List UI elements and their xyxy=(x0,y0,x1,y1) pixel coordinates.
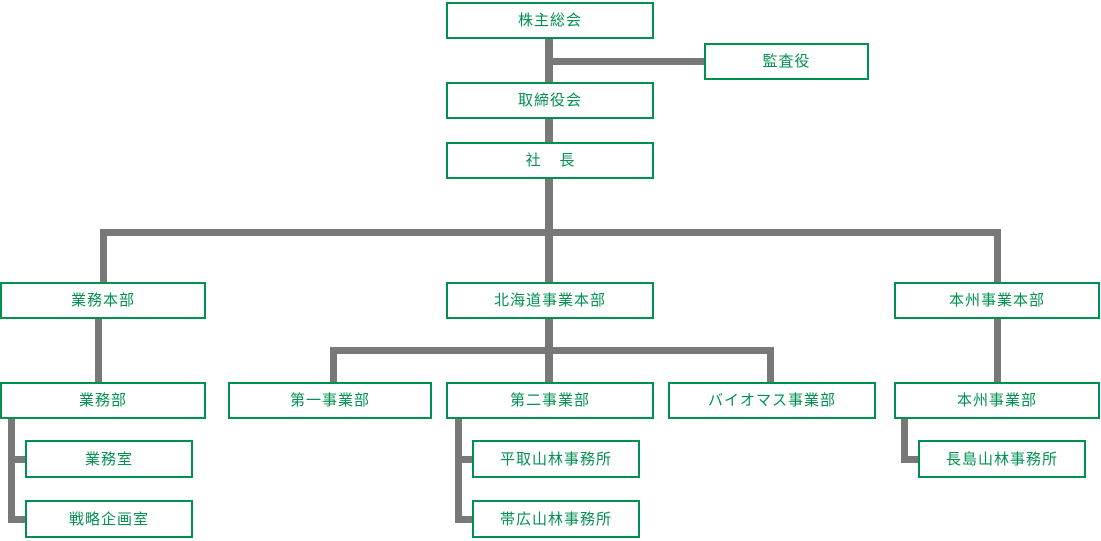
connector-trunk-board-to-president xyxy=(545,119,553,144)
node-board-of-directors: 取締役会 xyxy=(446,82,654,119)
node-business-hq: 業務本部 xyxy=(0,282,206,319)
node-business-office: 業務室 xyxy=(25,440,193,478)
node-biratori-office: 平取山林事務所 xyxy=(472,440,640,478)
connector-drop-business-hq xyxy=(100,229,107,284)
connector-stub-biratori-office xyxy=(455,456,477,463)
node-honshu-hq: 本州事業本部 xyxy=(894,282,1100,319)
connector-branch-to-auditor xyxy=(545,58,708,65)
connector-stub-business-office xyxy=(8,456,30,463)
node-first-business-dept: 第一事業部 xyxy=(228,382,432,419)
connector-trunk-president-down xyxy=(545,179,553,233)
node-hokkaido-hq: 北海道事業本部 xyxy=(446,282,654,319)
connector-spine-business-dept xyxy=(8,419,15,523)
connector-drop-first-dept xyxy=(330,347,337,384)
node-strategy-office: 戦略企画室 xyxy=(25,500,193,538)
connector-drop-biomass-dept xyxy=(767,347,774,384)
node-auditor: 監査役 xyxy=(704,43,869,80)
node-honshu-dept: 本州事業部 xyxy=(894,382,1100,419)
connector-drop-second-dept xyxy=(545,347,553,384)
node-nagashima-office: 長島山林事務所 xyxy=(918,440,1086,478)
node-shareholders-meeting: 株主総会 xyxy=(446,2,654,39)
connector-spine-second-dept xyxy=(455,419,462,523)
connector-trunk-business-hq-to-dept xyxy=(95,319,102,384)
node-second-business-dept: 第二事業部 xyxy=(446,382,654,419)
connector-trunk-hokkaido-down xyxy=(545,319,553,354)
node-biomass-dept: バイオマス事業部 xyxy=(668,382,876,419)
connector-drop-honshu-hq xyxy=(994,229,1001,284)
connector-spine-honshu-dept xyxy=(901,419,908,463)
node-obihiro-office: 帯広山林事務所 xyxy=(472,500,640,538)
connector-trunk-honshu-hq-to-dept xyxy=(994,319,1001,384)
node-president: 社 長 xyxy=(446,142,654,179)
node-business-dept: 業務部 xyxy=(0,382,206,419)
connector-drop-hokkaido-hq xyxy=(545,229,553,284)
connector-stub-strategy-office xyxy=(8,516,30,523)
connector-stub-obihiro-office xyxy=(455,516,477,523)
connector-stub-nagashima-office xyxy=(901,456,923,463)
